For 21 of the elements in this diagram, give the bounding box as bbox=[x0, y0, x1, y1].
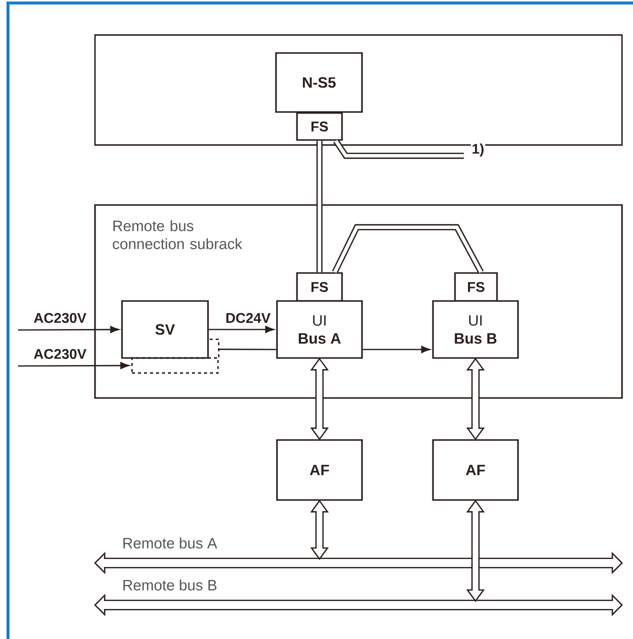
arrow bbox=[18, 362, 130, 370]
module-box: AF bbox=[432, 439, 519, 501]
cable bbox=[333, 139, 464, 159]
bus-label: Remote bus B bbox=[123, 580, 216, 590]
connector-box: FS bbox=[296, 272, 343, 302]
edge-label: DC24V bbox=[224, 312, 272, 324]
arrow bbox=[18, 326, 120, 334]
module-box: AF bbox=[276, 439, 363, 501]
connector-box: FS bbox=[454, 272, 498, 302]
connector-box: FS bbox=[296, 112, 343, 141]
edge-label: AC230V bbox=[32, 348, 88, 360]
bus-label: Remote bus A bbox=[123, 538, 218, 548]
cable bbox=[332, 224, 484, 274]
cable bbox=[316, 140, 323, 272]
arrow bbox=[362, 346, 430, 354]
arrow bbox=[208, 326, 274, 334]
edge-label: AC230V bbox=[32, 312, 88, 324]
module-box: SV bbox=[121, 300, 209, 359]
line bbox=[218, 348, 276, 350]
dashed-outline bbox=[131, 338, 220, 374]
edge-label: 1) bbox=[470, 142, 486, 158]
